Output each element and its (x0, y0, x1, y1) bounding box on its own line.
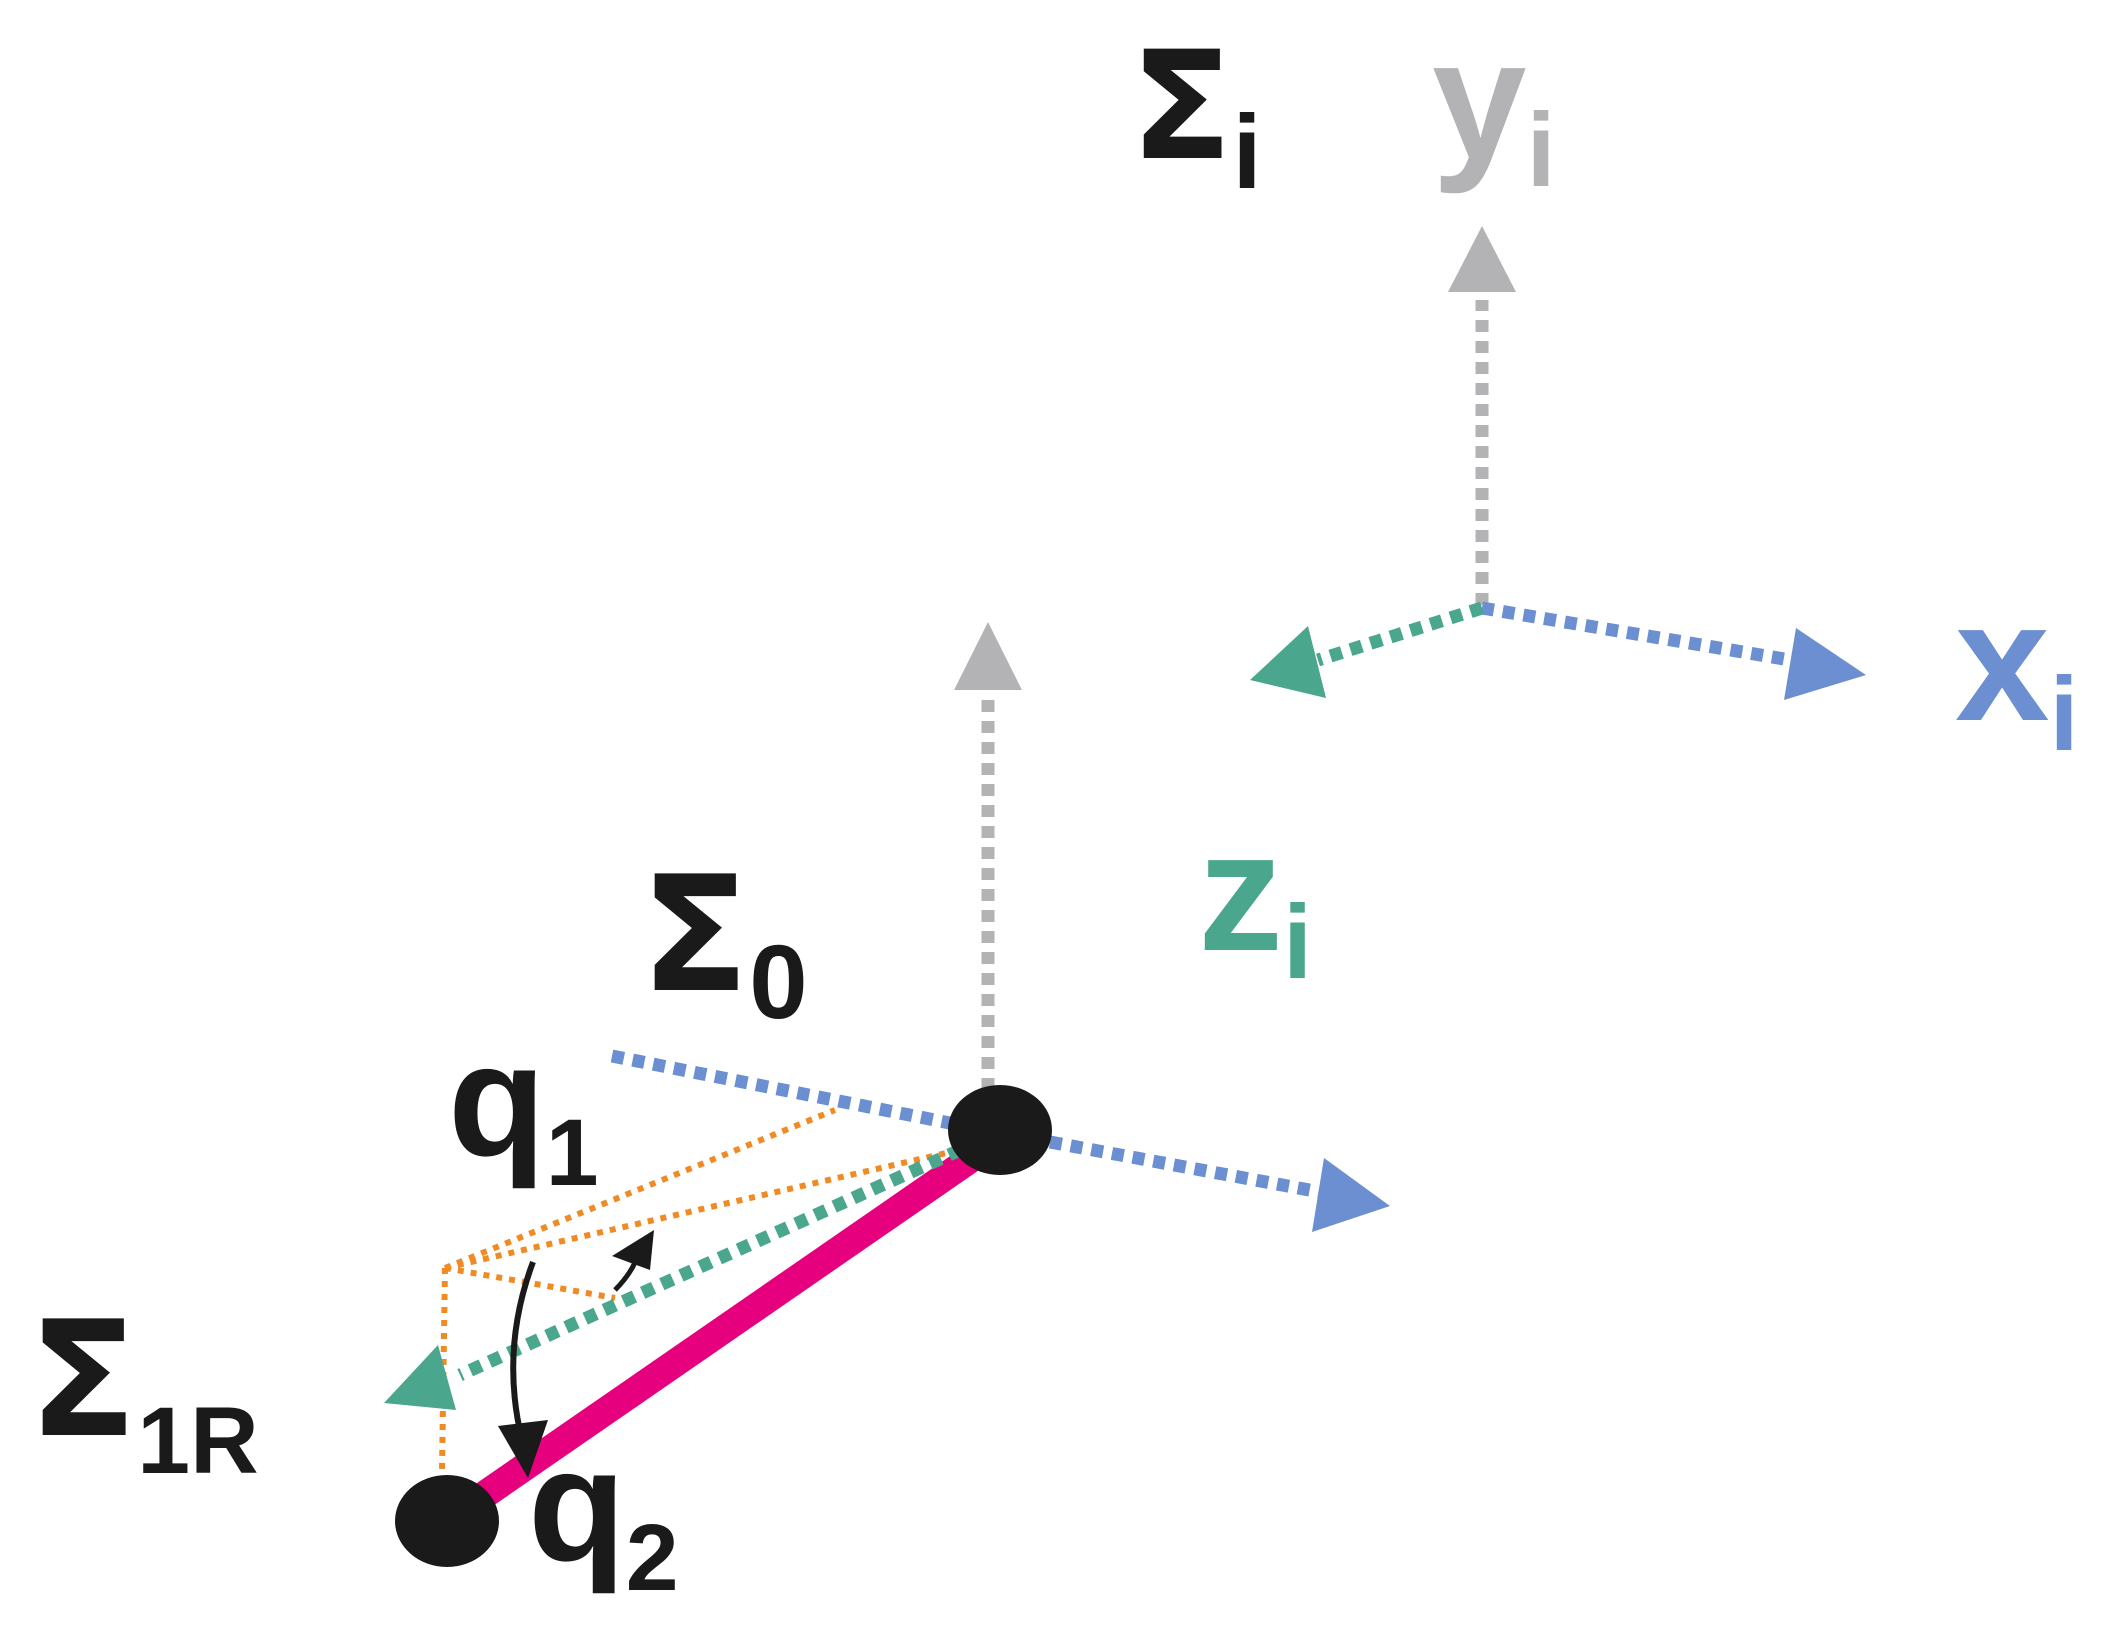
label-sigma-i-main: Σ (1130, 20, 1232, 194)
label-sigma-1r-main: Σ (28, 1286, 137, 1473)
label-y-i-main: y (1432, 5, 1527, 195)
q1-rotation-arrowhead (612, 1230, 654, 1270)
x-i-axis (1480, 601, 1792, 667)
label-q2-sub: 2 (626, 1505, 679, 1611)
z-i-arrowhead (1250, 626, 1326, 698)
label-sigma-i: Σi (1130, 20, 1262, 211)
label-x-i-main: x (1955, 567, 2050, 757)
label-sigma-0: Σ0 (640, 841, 808, 1041)
projection-lines (439, 1107, 969, 1471)
rotation-q1 (612, 1230, 654, 1292)
label-sigma-i-sub: i (1232, 94, 1261, 211)
label-x-i: xi (1955, 567, 2079, 773)
x-i-arrowhead (1784, 628, 1866, 700)
link-bar (440, 1128, 1006, 1532)
label-sigma-1r-sub: 1R (137, 1388, 258, 1494)
frame-sigma-i (1250, 226, 1866, 700)
rotation-q2 (498, 1260, 548, 1478)
label-sigma-1r: Σ1R (28, 1286, 259, 1494)
label-y-i: yi (1432, 5, 1556, 209)
label-x-i-sub: i (2050, 656, 2079, 773)
sigma-0-x-arrowhead (1312, 1158, 1390, 1232)
label-q1: q1 (448, 1010, 599, 1206)
sigma-1r-z-axis (457, 1144, 963, 1381)
joint-base (948, 1085, 1052, 1175)
label-z-i-sub: i (1283, 884, 1312, 1001)
label-q2-main: q (528, 1415, 626, 1594)
frame-sigma-0 (610, 622, 1390, 1232)
joint-end (395, 1475, 499, 1567)
label-q1-main: q (448, 1010, 546, 1189)
sigma-0-x-axis-front (1048, 1135, 1322, 1199)
label-q2: q2 (528, 1415, 679, 1611)
y-i-arrowhead (1448, 226, 1516, 292)
label-sigma-0-sub: 0 (749, 924, 807, 1041)
label-q1-sub: 1 (546, 1100, 599, 1206)
q2-rotation-arrowhead (498, 1420, 548, 1478)
frame-sigma-1r-z (384, 1144, 963, 1410)
z-i-axis (1316, 601, 1484, 667)
sigma-0-vertical-arrowhead (954, 622, 1022, 690)
sigma-1r-z-arrowhead (384, 1345, 456, 1410)
label-z-i-main: z (1198, 797, 1283, 987)
label-sigma-0-main: Σ (640, 841, 749, 1028)
label-y-i-sub: i (1527, 92, 1556, 209)
label-z-i: zi (1198, 797, 1312, 1001)
sigma-0-x-axis-back (610, 1049, 987, 1137)
